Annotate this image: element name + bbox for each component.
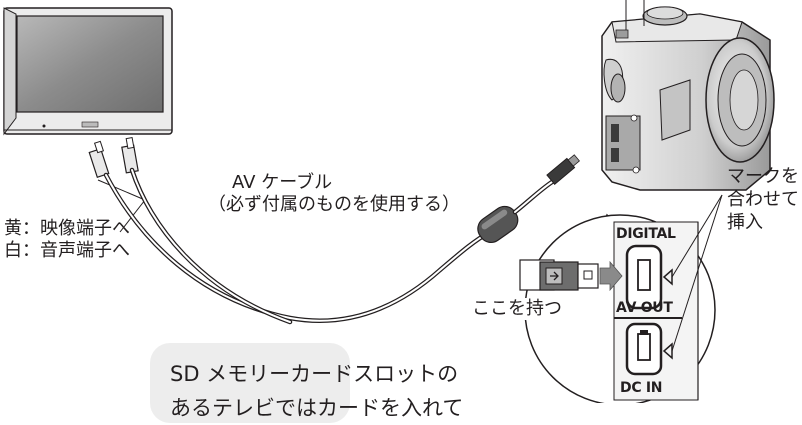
- port-dc-in-label: DC IN: [620, 380, 663, 396]
- av-cable: [88, 136, 580, 325]
- rca-plug-white: [121, 136, 139, 174]
- rca-plug-yellow: [88, 140, 110, 178]
- yellow-terminal-label: 黄：映像端子へ: [4, 218, 130, 239]
- port-zoom-callout: [519, 213, 716, 403]
- av-cable-label: AV ケーブル: [232, 172, 333, 193]
- connection-diagram: [3, 0, 775, 403]
- port-digital-label: DIGITAL: [616, 226, 676, 242]
- align-mark-label-line1: マークを: [727, 166, 799, 187]
- note-line-2: あるテレビではカードを入れて: [170, 396, 464, 420]
- digital-camera: [601, 0, 775, 191]
- av-cable-note: （必ず付属のものを使用する）: [208, 194, 460, 215]
- align-mark-label-line2: 合わせて: [727, 189, 799, 210]
- note-text: SD メモリーカードスロットの あるテレビではカードを入れて: [170, 357, 463, 425]
- note-line-1: SD メモリーカードスロットの: [170, 362, 459, 386]
- television: [3, 7, 173, 136]
- insert-arrow: [599, 260, 623, 292]
- align-mark-label-line3: 挿入: [727, 212, 763, 233]
- hold-here-label: ここを持つ: [472, 298, 562, 320]
- mark-pointer-lines: [671, 194, 723, 352]
- cable-plug-camera-end: [546, 154, 580, 186]
- port-av-out-label: AV OUT: [616, 300, 673, 316]
- white-terminal-label: 白：音声端子へ: [4, 240, 130, 261]
